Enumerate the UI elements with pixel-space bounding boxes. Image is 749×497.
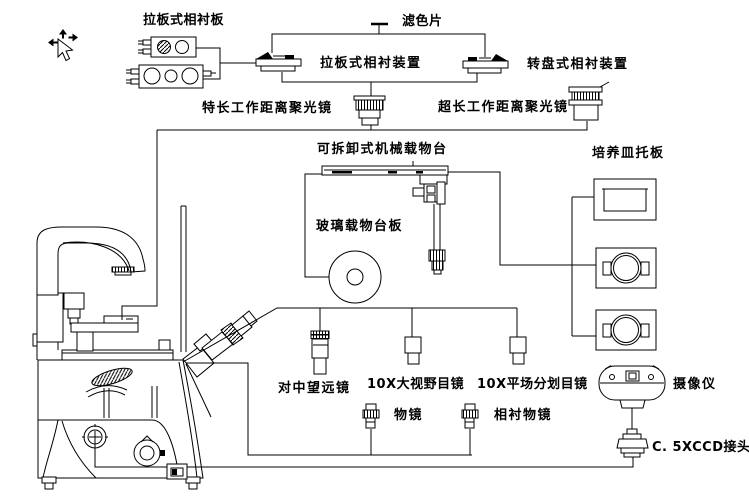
eyepiece-plan-reticle-icon	[509, 336, 527, 365]
label-turret-phase-device: 转盘式相衬装置	[527, 57, 629, 72]
label-centering-telescope: 对中望远镜	[278, 381, 351, 396]
mechanical-stage-icon	[321, 165, 449, 275]
ccd-adapter-icon	[616, 428, 649, 458]
centering-telescope-icon	[310, 330, 330, 375]
petri-round-plate-icon-2	[595, 309, 657, 351]
petri-rect-plate-icon	[593, 178, 657, 221]
glass-stage-disc-icon	[328, 250, 382, 304]
label-extra-long-wd-condenser: 特长工作距离聚光镜	[202, 101, 333, 116]
petri-round-plate-icon	[595, 247, 657, 289]
condenser-extra-long-icon	[353, 95, 386, 126]
label-wide-field-eyepiece: 10X大视野目镜	[367, 377, 465, 392]
label-camera: 摄像仪	[673, 377, 717, 392]
label-ccd-adapter: C. 5XCCD接头	[652, 440, 749, 455]
label-phase-objective: 相衬物镜	[494, 408, 553, 423]
label-filter: 滤色片	[402, 14, 443, 29]
eyepiece-wide-field-icon	[404, 336, 422, 365]
camera-icon	[598, 365, 666, 409]
condenser-ultra-long-icon	[568, 81, 610, 121]
label-pull-plate-phase-plate: 拉板式相衬板	[143, 13, 225, 28]
phase-plate-three-ring-icon	[126, 64, 216, 89]
label-objective: 物镜	[394, 408, 424, 423]
label-pull-plate-phase-device: 拉板式相衬装置	[320, 56, 422, 71]
power-switch-icon	[166, 463, 188, 480]
label-petri-dish-holder: 培养皿托板	[592, 146, 665, 161]
label-ultra-long-wd-condenser: 超长工作距离聚光镜	[438, 100, 569, 115]
label-plan-reticle-eyepiece: 10X平场分划目镜	[477, 377, 588, 392]
phase-objective-icon	[461, 403, 479, 429]
label-detachable-mechanical-stage: 可拆卸式机械载物台	[317, 142, 448, 157]
microscope-body-icon	[32, 205, 258, 490]
phase-plate-two-ring-icon	[138, 36, 197, 58]
slider-phase-device-right-icon	[462, 54, 509, 74]
objective-icon	[362, 403, 380, 429]
move-cursor-icon	[48, 29, 78, 62]
slider-phase-device-left-icon	[255, 52, 302, 72]
label-glass-stage-plate: 玻璃载物台板	[316, 219, 404, 234]
